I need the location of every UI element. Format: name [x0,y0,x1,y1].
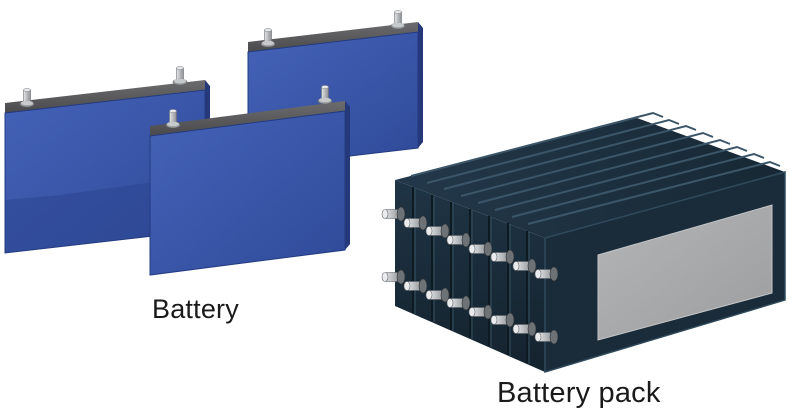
terminal-bolt-icon [381,269,406,285]
battery-pack [381,111,786,374]
terminal-bolt-icon [390,9,406,30]
terminal-bolt-icon [19,87,35,108]
battery-cell-front [149,84,350,276]
pack-label-panel [597,204,773,341]
terminal-bolt-icon [260,27,276,48]
battery-pack-label: Battery pack [497,377,661,409]
terminal-bolt-icon [381,206,406,222]
terminal-bolt-icon [172,65,188,86]
battery-label: Battery [152,294,239,324]
